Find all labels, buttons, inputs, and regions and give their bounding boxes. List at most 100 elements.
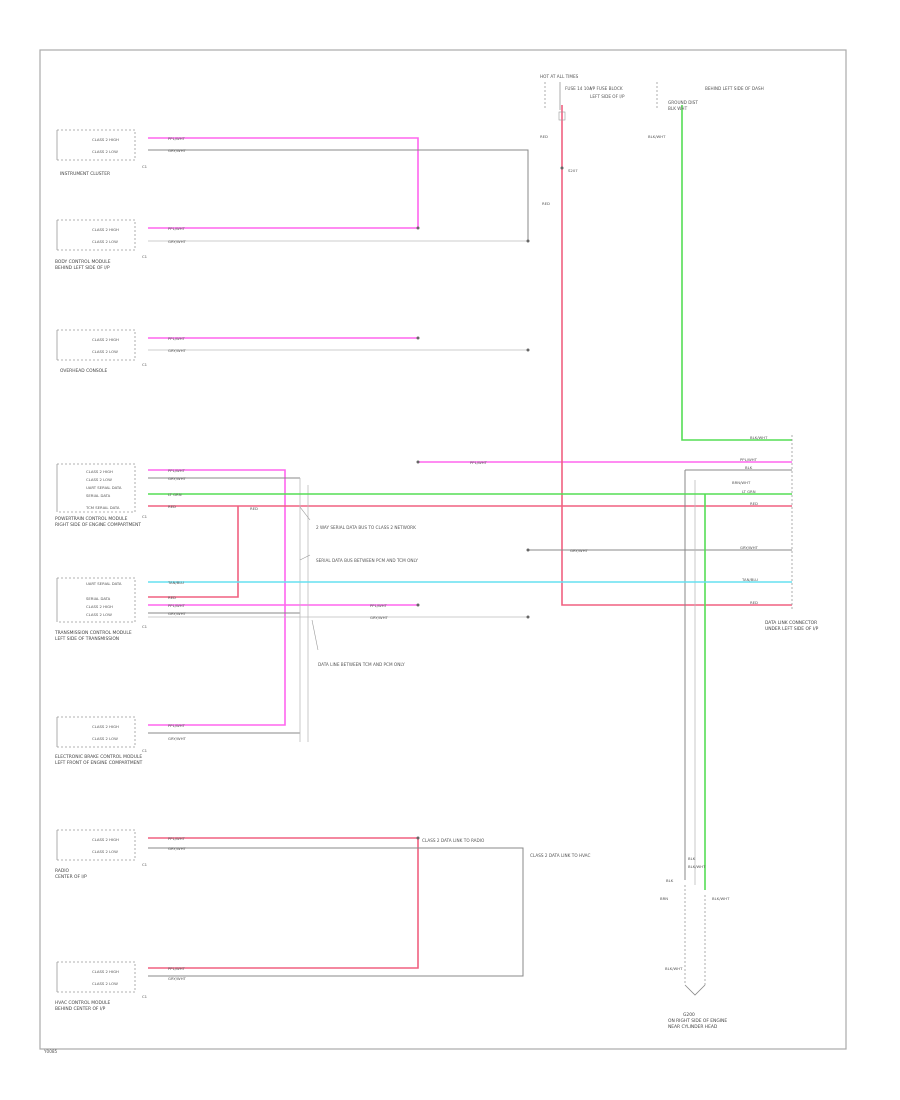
- wl-bcm-low: GRY/WHT: [168, 239, 187, 244]
- wl-tcm-high: PPL/WHT: [168, 603, 186, 608]
- class2-high-wires: [148, 137, 792, 726]
- tcm-title: TRANSMISSION CONTROL MODULE: [54, 630, 132, 636]
- oc-title: OVERHEAD CONSOLE: [60, 368, 108, 374]
- wl-radio-low: GRY/WHT: [168, 846, 187, 851]
- wl-pcm-red-short: RED: [250, 506, 258, 511]
- oc-pin2-label: CLASS 2 LOW: [92, 349, 118, 354]
- fuse-symbol: [558, 111, 566, 121]
- ebcm-title: ELECTRONIC BRAKE CONTROL MODULE: [55, 754, 142, 760]
- tcm-pin1-label: UART SERIAL DATA: [86, 581, 122, 586]
- bcm-connector: C1: [142, 254, 148, 259]
- dlc-pin6: RED: [750, 501, 758, 506]
- ebcm-connector: C1: [142, 748, 148, 753]
- radio-module: CLASS 2 HIGH CLASS 2 LOW C1 RADIO CENTER…: [55, 829, 148, 880]
- oc-connector: C1: [142, 362, 148, 367]
- tcm-location: LEFT SIDE OF TRANSMISSION: [55, 636, 119, 642]
- dlc-location: UNDER LEFT SIDE OF I/P: [765, 626, 819, 632]
- tcm-pin3-label: CLASS 2 HIGH: [86, 604, 113, 609]
- pcm-pin4-label: SERIAL DATA: [86, 493, 111, 498]
- ic-title: INSTRUMENT CLUSTER: [60, 171, 110, 177]
- dlc-pin7: GRY/WHT: [740, 545, 759, 550]
- body-control-module: CLASS 2 HIGH CLASS 2 LOW C1 BODY CONTROL…: [55, 219, 148, 271]
- pcm-pin1-label: CLASS 2 HIGH: [86, 469, 113, 474]
- ground-dist-sub: BLK WHT: [668, 106, 688, 111]
- tcm-pin4-label: CLASS 2 LOW: [86, 612, 112, 617]
- ebcm-pin1-label: CLASS 2 HIGH: [92, 724, 119, 729]
- fuse-block: HOT AT ALL TIMES FUSE 14 10A I/P FUSE BL…: [540, 74, 625, 173]
- hvac-location: BEHIND CENTER OF I/P: [55, 1006, 106, 1012]
- pcm-pin2-label: CLASS 2 LOW: [86, 477, 112, 482]
- transmission-control-module: UART SERIAL DATA SERIAL DATA CLASS 2 HIG…: [54, 577, 148, 642]
- wl-pcm-red: RED: [168, 504, 176, 509]
- radio-connector: C1: [142, 862, 148, 867]
- pcm-connector: C1: [142, 514, 148, 519]
- fuse-header: HOT AT ALL TIMES: [540, 74, 579, 79]
- wl-center-low: GRY/WHT: [570, 548, 589, 553]
- dlc-pin2: PPL/WHT: [740, 457, 758, 462]
- class2-low-wires: [148, 149, 792, 977]
- note-radio: CLASS 2 DATA LINK TO RADIO: [422, 838, 485, 843]
- bcm-pin2-label: CLASS 2 LOW: [92, 239, 118, 244]
- footer-code: Y0085: [43, 1049, 58, 1054]
- dlc-pin3: BLK: [745, 465, 753, 470]
- fuse-panel: I/P FUSE BLOCK: [590, 86, 623, 91]
- electronic-brake-control-module: CLASS 2 HIGH CLASS 2 LOW C1 ELECTRONIC B…: [55, 716, 148, 766]
- radio-pin2-label: CLASS 2 LOW: [92, 849, 118, 854]
- radio-pin1-label: CLASS 2 HIGH: [92, 837, 119, 842]
- bcm-location: BEHIND LEFT SIDE OF I/P: [55, 265, 110, 271]
- hvac-title: HVAC CONTROL MODULE: [55, 1000, 111, 1006]
- fuse-wire: RED: [540, 134, 548, 139]
- ground-wire-label-1: BLK: [688, 856, 696, 861]
- wl-center-high: PPL/WHT: [470, 460, 488, 465]
- ebcm-pin2-label: CLASS 2 LOW: [92, 736, 118, 741]
- dlc-pin8: TAN/BLU: [741, 577, 758, 582]
- wl-oc-high: PPL/WHT: [168, 336, 186, 341]
- ground-wire-label-2: BLK/WHT: [688, 864, 706, 869]
- wl-tcm-red: RED: [168, 595, 176, 600]
- ic-pin2-label: CLASS 2 LOW: [92, 149, 118, 154]
- wl-tcm-center-low: GRY/WHT: [370, 615, 389, 620]
- green-wires: [148, 105, 792, 890]
- wl-ic-low: GRY/WHT: [168, 148, 187, 153]
- hvac-pin2-label: CLASS 2 LOW: [92, 981, 118, 986]
- dlc-pin5: LT GRN: [742, 489, 756, 494]
- wl-fuse-to-dlc: RED: [542, 201, 550, 206]
- diagram-border: [39, 49, 847, 1050]
- wl-ebcm-low: GRY/WHT: [168, 736, 187, 741]
- ground-dist-title: BEHIND LEFT SIDE OF DASH: [705, 86, 764, 91]
- wl-pcm-low: GRY/WHT: [168, 476, 187, 481]
- ground-location: NEAR CYLINDER HEAD: [668, 1024, 718, 1030]
- note-serial-bus: 2 WAY SERIAL DATA BUS TO CLASS 2 NETWORK: [316, 525, 416, 530]
- overhead-console-module: CLASS 2 HIGH CLASS 2 LOW C1 OVERHEAD CON…: [56, 329, 148, 374]
- ic-pin1-label: CLASS 2 HIGH: [92, 137, 119, 142]
- radio-title: RADIO: [55, 868, 70, 874]
- dlc-pin4: BRN/WHT: [732, 480, 751, 485]
- dlc-title: DATA LINK CONNECTOR: [765, 620, 817, 626]
- ground-sub: ON RIGHT SIDE OF ENGINE: [668, 1018, 727, 1024]
- fuse-location: LEFT SIDE OF I/P: [590, 94, 625, 99]
- powertrain-control-module: CLASS 2 HIGH CLASS 2 LOW UART SERIAL DAT…: [55, 463, 148, 528]
- wire-color-labels: PPL/WHT GRY/WHT PPL/WHT GRY/WHT PPL/WHT …: [167, 134, 666, 981]
- pcm-location: RIGHT SIDE OF ENGINE COMPARTMENT: [55, 522, 141, 528]
- data-link-connector: BLK/WHT PPL/WHT BLK BRN/WHT LT GRN RED G…: [732, 435, 819, 632]
- note-tcm-pcm: DATA LINE BETWEEN TCM AND PCM ONLY: [318, 662, 405, 667]
- wl-tcm-center-high: PPL/WHT: [370, 603, 388, 608]
- radio-location: CENTER OF I/P: [55, 874, 87, 880]
- hvac-connector: C1: [142, 994, 148, 999]
- diagram-notes: 2 WAY SERIAL DATA BUS TO CLASS 2 NETWORK…: [299, 506, 590, 858]
- hvac-control-module: CLASS 2 HIGH CLASS 2 LOW C1 HVAC CONTROL…: [55, 961, 148, 1012]
- wl-ic-high: PPL/WHT: [168, 136, 186, 141]
- ground-bottom-wire: BLK/WHT: [665, 966, 683, 971]
- ebcm-location: LEFT FRONT OF ENGINE COMPARTMENT: [55, 760, 143, 766]
- bcm-pin1-label: CLASS 2 HIGH: [92, 227, 119, 232]
- ground-w1: BLK: [666, 878, 674, 883]
- instrument-cluster-module: CLASS 2 HIGH CLASS 2 LOW C1 INSTRUMENT C…: [56, 129, 148, 177]
- wl-pcm-high: PPL/WHT: [168, 468, 186, 473]
- wl-bcm-high: PPL/WHT: [168, 226, 186, 231]
- wl-pcm-green: LT GRN: [168, 492, 182, 497]
- note-hvac: CLASS 2 DATA LINK TO HVAC: [530, 853, 590, 858]
- ground-w2: BRN: [660, 896, 668, 901]
- ic-connector: C1: [142, 164, 148, 169]
- splice-dots: [416, 166, 564, 840]
